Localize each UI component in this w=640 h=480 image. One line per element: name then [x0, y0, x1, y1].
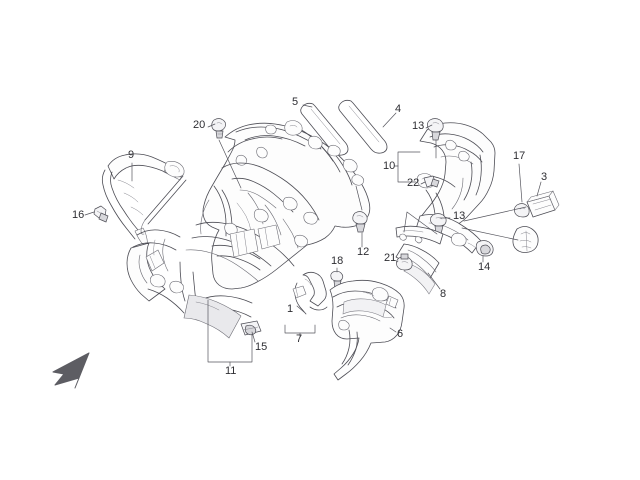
- detail-reflector-block: [526, 190, 560, 218]
- callout-12: 12: [357, 246, 370, 258]
- part-15-clip-nut: [240, 320, 262, 336]
- callout-5: 5: [292, 96, 299, 108]
- part-22-small-clip: [423, 175, 440, 188]
- part-6-mudflap: [329, 279, 405, 381]
- callout-3: 3: [541, 171, 548, 183]
- callout-8: 8: [440, 288, 447, 300]
- forward-direction-arrow: [52, 352, 90, 389]
- part-5-cushion-strip: [300, 102, 349, 156]
- part-11-rear-fender-body: [126, 120, 371, 339]
- callout-10: 10: [383, 160, 396, 172]
- part-12-grommet-bolt: [352, 211, 368, 233]
- callout-1: 1: [287, 303, 294, 315]
- part-17-grommet: [513, 203, 530, 218]
- part-1-small-bracket: [292, 271, 328, 315]
- callout-20: 20: [193, 119, 206, 131]
- leader-lines: [84, 104, 542, 367]
- part-14-nut: [475, 240, 494, 257]
- callout-11: 11: [225, 365, 237, 377]
- callout-13-upper: 13: [412, 120, 425, 132]
- part-21-bolt: [395, 253, 413, 271]
- part-4-cushion-strip: [338, 99, 388, 154]
- callout-13-lower: 13: [453, 210, 466, 222]
- callout-9: 9: [128, 149, 135, 161]
- callout-21: 21: [384, 252, 397, 264]
- callout-7: 7: [296, 333, 303, 345]
- detail-round-grommet: [512, 226, 539, 253]
- callout-17: 17: [513, 150, 526, 162]
- callout-18: 18: [331, 255, 344, 267]
- part-3-inner-fender-bracket: [414, 122, 496, 254]
- part-20-upper-screw: [211, 118, 227, 139]
- callout-4: 4: [395, 103, 402, 115]
- callout-14: 14: [478, 261, 491, 273]
- callout-6: 6: [397, 328, 404, 340]
- callout-16: 16: [72, 209, 85, 221]
- callout-15: 15: [255, 341, 268, 353]
- callout-22: 22: [407, 177, 420, 189]
- part-16-screw-clip: [93, 205, 109, 223]
